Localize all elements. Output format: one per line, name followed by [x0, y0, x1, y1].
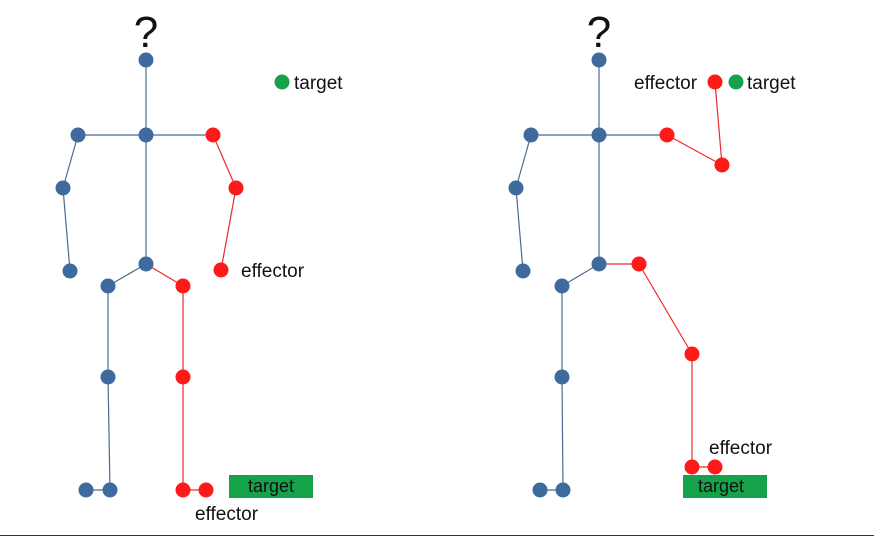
- question-mark: ?: [134, 8, 158, 57]
- joint: [591, 256, 607, 272]
- left-chain-joints: [175, 127, 244, 498]
- right-chain-joints: [631, 74, 730, 475]
- target-box: [229, 475, 313, 498]
- question-mark: ?: [587, 8, 611, 57]
- effector-joint: [198, 482, 214, 498]
- right-figure: ? effector target effector target: [508, 8, 796, 498]
- joint: [70, 127, 86, 143]
- joint: [684, 459, 700, 475]
- joint: [714, 157, 730, 173]
- joint: [175, 369, 191, 385]
- joint: [591, 52, 607, 68]
- left-skeleton-joints: [55, 52, 154, 498]
- effector-joint: [707, 74, 723, 90]
- target-label: target: [747, 73, 796, 94]
- joint: [555, 482, 571, 498]
- effector-label: effector: [709, 438, 773, 459]
- effector-label: effector: [241, 261, 305, 282]
- joint: [78, 482, 94, 498]
- joint: [175, 278, 191, 294]
- joint: [228, 180, 244, 196]
- joint: [659, 127, 675, 143]
- joint: [100, 278, 116, 294]
- joint: [138, 52, 154, 68]
- joint: [554, 278, 570, 294]
- joint: [591, 127, 607, 143]
- effector-joint: [213, 262, 229, 278]
- left-ik-chains: [145, 134, 237, 491]
- joint: [523, 127, 539, 143]
- target-label: target: [294, 73, 343, 94]
- joint: [205, 127, 221, 143]
- joint: [631, 256, 647, 272]
- effector-label: effector: [634, 73, 698, 94]
- left-figure: ? target effector target effector: [55, 8, 343, 525]
- joint: [102, 482, 118, 498]
- joint: [100, 369, 116, 385]
- left-skeleton-bones: [62, 60, 213, 491]
- joint: [138, 127, 154, 143]
- joint: [138, 256, 154, 272]
- joint: [55, 180, 71, 196]
- right-skeleton-joints: [508, 52, 607, 498]
- joint: [532, 482, 548, 498]
- joint: [62, 263, 78, 279]
- joint: [515, 263, 531, 279]
- effector-label: effector: [195, 504, 259, 525]
- effector-joint: [707, 459, 723, 475]
- target-box-label: target: [248, 476, 294, 496]
- joint: [508, 180, 524, 196]
- target-dot: [274, 74, 290, 90]
- target-dot: [728, 74, 744, 90]
- joint: [175, 482, 191, 498]
- joint: [554, 369, 570, 385]
- right-ik-chains: [599, 81, 723, 468]
- target-box-label: target: [698, 476, 744, 496]
- joint: [684, 346, 700, 362]
- target-box: [683, 475, 767, 498]
- right-skeleton-bones: [515, 60, 667, 491]
